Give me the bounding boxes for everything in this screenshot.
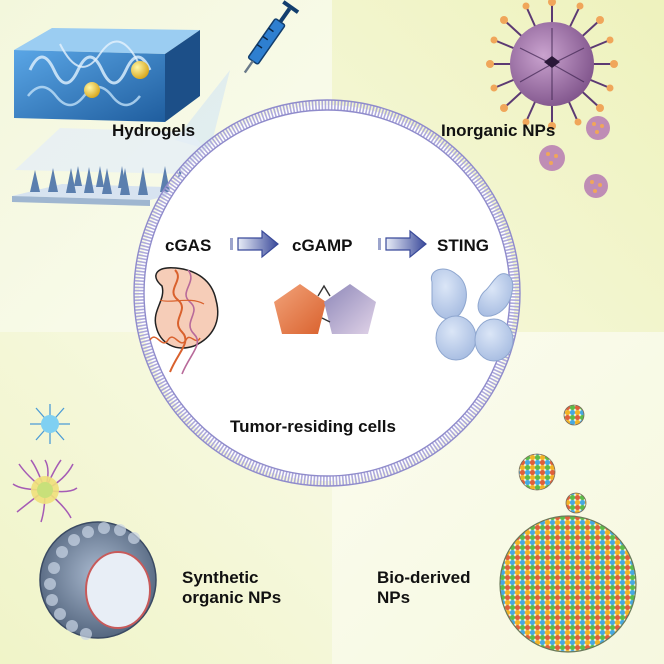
micelle-small bbox=[30, 404, 70, 444]
syringe-icon bbox=[175, 0, 300, 150]
sting-protein bbox=[430, 268, 514, 362]
pathway-arrow-2 bbox=[378, 229, 427, 259]
hydrogels-label: Hydrogels bbox=[112, 121, 196, 140]
microneedle-patch bbox=[12, 128, 230, 206]
inorganic-nanoparticle-small bbox=[539, 116, 610, 198]
bio-derived-label-line2: NPs bbox=[377, 588, 411, 607]
cgamp-molecule bbox=[274, 284, 376, 334]
inorganic-nanoparticle-large bbox=[486, 0, 618, 130]
cgas-protein bbox=[149, 267, 219, 375]
bio-derived-label-line1: Bio-derived bbox=[377, 568, 471, 587]
pathway-arrow-1 bbox=[230, 229, 279, 259]
tumor-cells-label: Tumor-residing cells bbox=[230, 417, 396, 436]
cgamp-label: cGAMP bbox=[292, 236, 353, 255]
inorganic-nps-label: Inorganic NPs bbox=[441, 121, 556, 140]
micelle-large bbox=[12, 459, 78, 523]
hydrogel-block-illustration bbox=[14, 28, 200, 122]
bio-derived-nanoparticles bbox=[499, 404, 637, 653]
liposome-vesicle bbox=[39, 521, 157, 640]
synthetic-label-line1: Synthetic bbox=[182, 568, 259, 587]
cgas-label: cGAS bbox=[165, 236, 212, 255]
sting-label: STING bbox=[437, 236, 489, 255]
synthetic-label-line2: organic NPs bbox=[182, 588, 282, 607]
